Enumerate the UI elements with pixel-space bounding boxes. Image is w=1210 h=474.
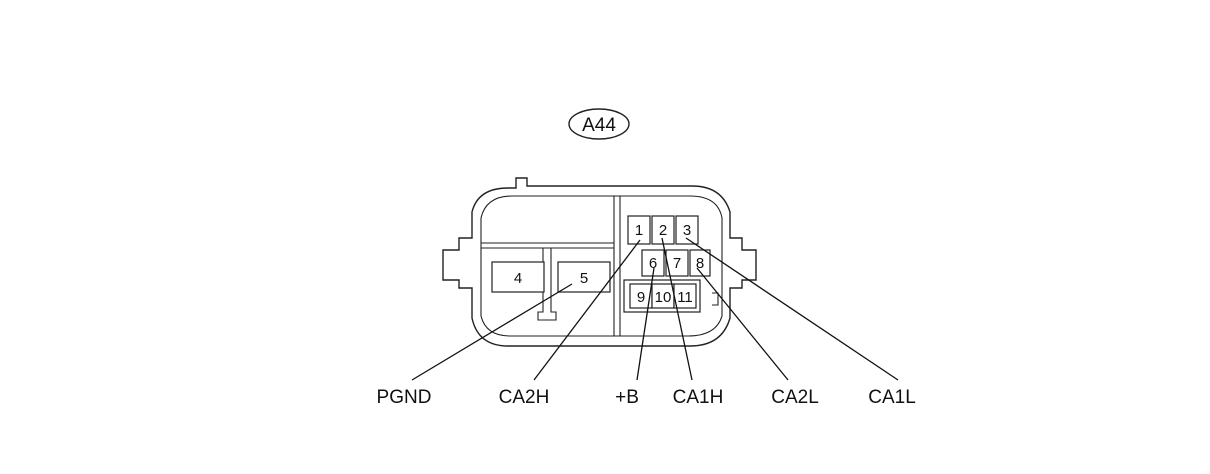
wire-ca1l <box>685 237 899 381</box>
label-ca1l: CA1L <box>868 387 916 408</box>
housing-inner <box>480 195 723 337</box>
connector-id-text: A44 <box>582 115 616 136</box>
pin-label-5: 5 <box>580 270 588 287</box>
connector-id-ellipse <box>568 108 630 140</box>
pin-area-notch <box>712 292 719 306</box>
connector-id-badge: A44 <box>568 108 630 140</box>
wire-plus-b <box>636 267 655 381</box>
label-plus-b: +B <box>615 387 639 408</box>
label-ca2h: CA2H <box>499 387 550 408</box>
connector-housing <box>442 177 757 347</box>
pin-cell-4 <box>491 261 545 293</box>
label-pgnd: PGND <box>377 387 432 408</box>
pin-label-6: 6 <box>649 255 657 272</box>
pin-label-8: 8 <box>696 255 704 272</box>
pin-label-9: 9 <box>637 289 645 306</box>
pin-cell-7 <box>665 249 689 277</box>
signal-labels: PGND CA2H +B CA1H CA2L CA1L <box>377 387 916 408</box>
pin-cell-3 <box>675 215 699 245</box>
pin-label-4: 4 <box>514 270 522 287</box>
label-ca2l: CA2L <box>771 387 819 408</box>
pin-cell-8 <box>689 249 711 277</box>
pin-label-1: 1 <box>635 222 643 239</box>
pin-label-11: 11 <box>677 289 693 306</box>
wire-ca2h <box>533 239 641 381</box>
pin-label-10: 10 <box>655 289 672 306</box>
pin-label-7: 7 <box>673 255 681 272</box>
leader-lines <box>411 237 899 381</box>
pin-label-2: 2 <box>659 222 667 239</box>
label-ca1h: CA1H <box>673 387 724 408</box>
wire-ca1h <box>661 237 693 381</box>
pin-label-3: 3 <box>683 222 691 239</box>
housing-outer <box>442 177 757 347</box>
pin-cells: 1 2 3 4 5 6 7 8 9 10 11 <box>491 215 711 313</box>
wire-pgnd <box>411 283 573 381</box>
pin-cell-1 <box>627 215 651 245</box>
center-latch <box>537 248 557 321</box>
wire-ca2l <box>696 267 789 381</box>
